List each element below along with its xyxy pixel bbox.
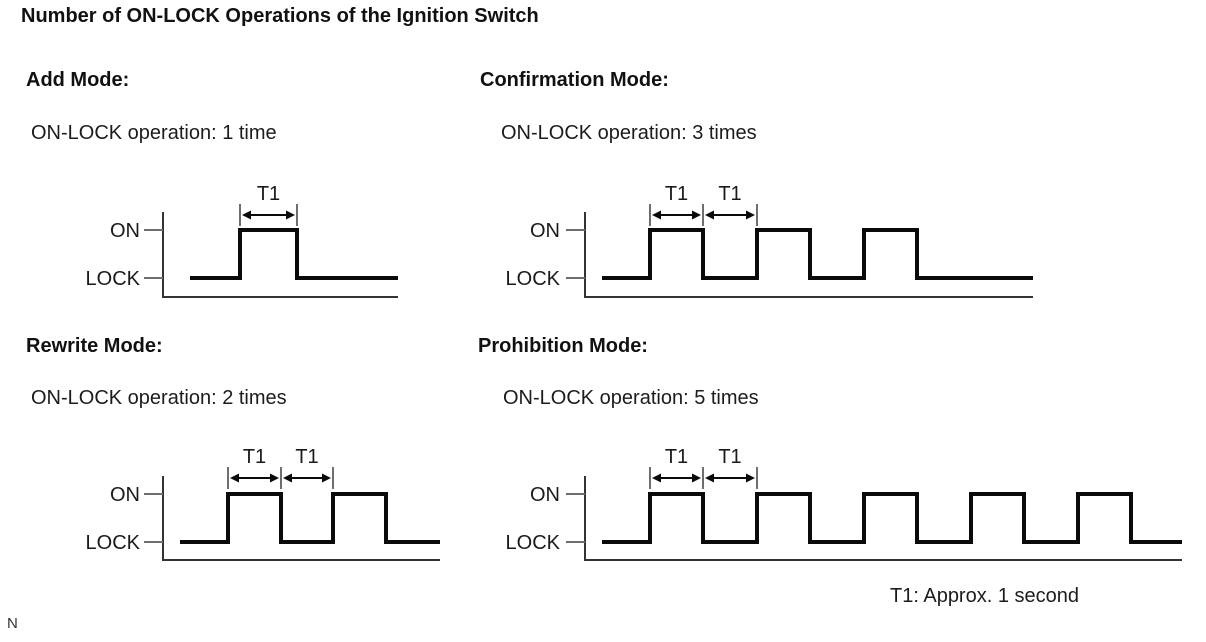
waveform-diagram-confirmation: ON LOCK T1 T1 [506,183,1033,298]
operation-count-confirmation: ON-LOCK operation: 3 times [501,122,757,144]
axis-rewrite [162,476,440,561]
pulse-train-confirmation [602,228,1033,280]
lock-level-label: LOCK [506,268,561,290]
t1-definition-footnote: T1: Approx. 1 second [890,585,1080,607]
t1-label: T1 [718,183,741,205]
operation-count-prohibition: ON-LOCK operation: 5 times [503,387,759,409]
arrowhead-left-icon [652,473,661,483]
waveform-diagram-add: ON LOCK T1 [86,183,398,298]
waveform-diagram-prohibition: ON LOCK T1 T1 [506,446,1182,561]
lock-level-label: LOCK [506,532,561,554]
arrowhead-right-icon [746,210,755,220]
on-level-label: ON [110,484,140,506]
axis-prohibition [584,476,1182,561]
arrowhead-right-icon [270,473,279,483]
t1-label: T1 [718,446,741,468]
operation-count-add: ON-LOCK operation: 1 time [31,122,277,144]
lock-level-label: LOCK [86,268,141,290]
axis-confirmation [584,212,1033,298]
axis-add [162,212,398,298]
pulse-train-add [190,228,398,280]
t1-label: T1 [665,446,688,468]
arrowhead-right-icon [746,473,755,483]
arrowhead-left-icon [705,210,714,220]
on-level-label: ON [110,220,140,242]
arrowhead-left-icon [283,473,292,483]
pulse-train-rewrite [180,492,440,544]
t1-label: T1 [257,183,280,205]
page-title: Number of ON-LOCK Operations of the Igni… [21,5,539,27]
t1-label: T1 [243,446,266,468]
pulse-train-prohibition [602,492,1182,544]
arrowhead-left-icon [230,473,239,483]
arrowhead-left-icon [705,473,714,483]
arrowhead-right-icon [692,210,701,220]
arrowhead-right-icon [286,210,295,220]
on-level-label: ON [530,220,560,242]
on-level-label: ON [530,484,560,506]
t1-label: T1 [665,183,688,205]
heading-add-mode: Add Mode: [26,69,130,91]
arrowhead-left-icon [242,210,251,220]
t1-label: T1 [295,446,318,468]
heading-rewrite-mode: Rewrite Mode: [26,335,163,357]
waveform-diagram-rewrite: ON LOCK T1 T1 [86,446,440,561]
heading-confirmation-mode: Confirmation Mode: [480,69,669,91]
arrowhead-left-icon [652,210,661,220]
lock-level-label: LOCK [86,532,141,554]
arrowhead-right-icon [322,473,331,483]
operation-count-rewrite: ON-LOCK operation: 2 times [31,387,287,409]
heading-prohibition-mode: Prohibition Mode: [478,335,648,357]
arrowhead-right-icon [692,473,701,483]
page-marker: N [7,615,18,632]
